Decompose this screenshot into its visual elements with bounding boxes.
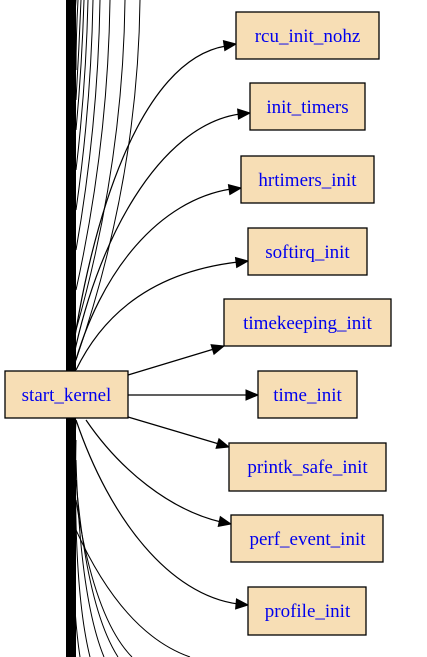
node-box: [235, 11, 380, 60]
arrowhead: [222, 40, 238, 52]
target-node-group: rcu_init_nohz init_timers hrtimers_init …: [223, 11, 392, 636]
bundle-line: [75, 0, 101, 251]
bundle-line: [75, 499, 133, 657]
bundle-line: [72, 419, 81, 657]
node-label[interactable]: rcu_init_nohz: [255, 26, 361, 47]
call-edge: [127, 416, 220, 445]
node-box: [249, 82, 366, 131]
call-edge: [85, 419, 222, 523]
arrowhead: [210, 344, 226, 356]
node-label[interactable]: timekeeping_init: [243, 313, 372, 334]
node-box: [228, 442, 387, 492]
call-edge: [72, 188, 232, 371]
arrowhead: [245, 389, 260, 401]
node-rcu-init-nohz[interactable]: rcu_init_nohz: [235, 11, 380, 60]
call-edge: [127, 348, 215, 376]
bundle-line: [75, 0, 79, 71]
call-edge: [75, 261, 239, 371]
arrowhead: [215, 437, 231, 449]
node-label[interactable]: perf_event_init: [249, 529, 366, 550]
node-softirq-init[interactable]: softirq_init: [247, 227, 368, 276]
node-box: [4, 370, 129, 419]
bundle-line: [75, 0, 82, 101]
node-box: [240, 155, 375, 204]
bundle-line: [75, 0, 141, 361]
node-label[interactable]: start_kernel: [22, 385, 112, 406]
node-start-kernel[interactable]: start_kernel: [4, 370, 129, 419]
node-label[interactable]: printk_safe_init: [247, 457, 368, 478]
bundle-line: [75, 439, 91, 657]
node-label[interactable]: init_timers: [266, 97, 348, 118]
arrowhead: [237, 108, 252, 120]
node-box: [247, 227, 368, 276]
node-label[interactable]: hrtimers_init: [258, 170, 357, 191]
arrowhead: [234, 256, 250, 269]
bundle-line: [74, 0, 77, 41]
node-init-timers[interactable]: init_timers: [249, 82, 366, 131]
bundle-line: [75, 0, 126, 331]
node-box: [257, 370, 358, 419]
node-profile-init[interactable]: profile_init: [247, 586, 367, 636]
edge-group: [69, 40, 260, 610]
call-edge: [69, 45, 227, 371]
arrowhead: [217, 515, 233, 528]
arrowhead: [227, 184, 243, 196]
bundle-line: [75, 479, 119, 657]
call-edge: [70, 113, 241, 371]
node-timekeeping-init[interactable]: timekeeping_init: [223, 298, 392, 347]
arrowhead: [235, 598, 250, 610]
node-box: [223, 298, 392, 347]
node-label[interactable]: softirq_init: [265, 242, 350, 263]
node-printk-safe-init[interactable]: printk_safe_init: [228, 442, 387, 492]
node-label[interactable]: profile_init: [265, 601, 351, 622]
bundle-line: [75, 0, 94, 211]
bundle-line: [75, 0, 85, 131]
call-edge: [75, 419, 239, 605]
bundle-line: [75, 0, 89, 171]
edge-bundle-core: [66, 0, 76, 657]
bundle-line: [75, 0, 111, 291]
node-box: [247, 586, 367, 636]
bundle-line: [75, 529, 191, 657]
node-hrtimers-init[interactable]: hrtimers_init: [240, 155, 375, 204]
node-perf-event-init[interactable]: perf_event_init: [230, 514, 384, 563]
node-label[interactable]: time_init: [273, 385, 342, 406]
node-time-init[interactable]: time_init: [257, 370, 358, 419]
edge-bundle: [66, 0, 191, 657]
node-box: [230, 514, 384, 563]
